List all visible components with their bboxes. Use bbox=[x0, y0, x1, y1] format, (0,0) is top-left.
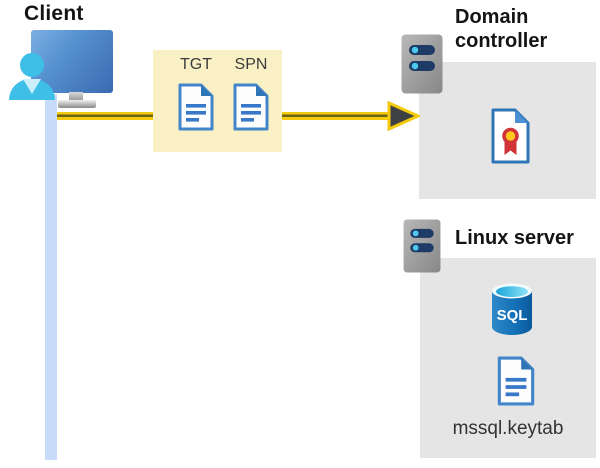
auth-flow-arrowhead-icon bbox=[387, 101, 420, 131]
sql-database-icon: SQL bbox=[492, 283, 532, 335]
client-timeline-line bbox=[45, 94, 57, 460]
monitor-stand-neck bbox=[69, 92, 83, 102]
tgt-label: TGT bbox=[180, 56, 212, 73]
ticket-box: TGT SPN bbox=[153, 50, 282, 152]
person-icon bbox=[20, 53, 44, 77]
tgt-document-icon bbox=[178, 83, 214, 131]
keytab-filename-label: mssql.keytab bbox=[452, 418, 564, 439]
spn-label: SPN bbox=[234, 56, 268, 73]
client-label: Client bbox=[24, 2, 84, 25]
spn-document-icon bbox=[233, 83, 269, 131]
domain-controller-label: Domain controller bbox=[455, 5, 547, 53]
linux-server-icon bbox=[403, 219, 441, 273]
domain-controller-label-line2: controller bbox=[455, 30, 548, 52]
sql-icon-text: SQL bbox=[497, 307, 528, 324]
domain-controller-label-line1: Domain bbox=[455, 6, 529, 28]
domain-controller-server-icon bbox=[401, 34, 443, 94]
keytab-document-icon bbox=[497, 356, 535, 406]
certificate-icon bbox=[491, 108, 530, 164]
person-collar bbox=[23, 79, 41, 94]
linux-server-label: Linux server bbox=[455, 227, 574, 249]
monitor-stand-base bbox=[58, 100, 96, 108]
